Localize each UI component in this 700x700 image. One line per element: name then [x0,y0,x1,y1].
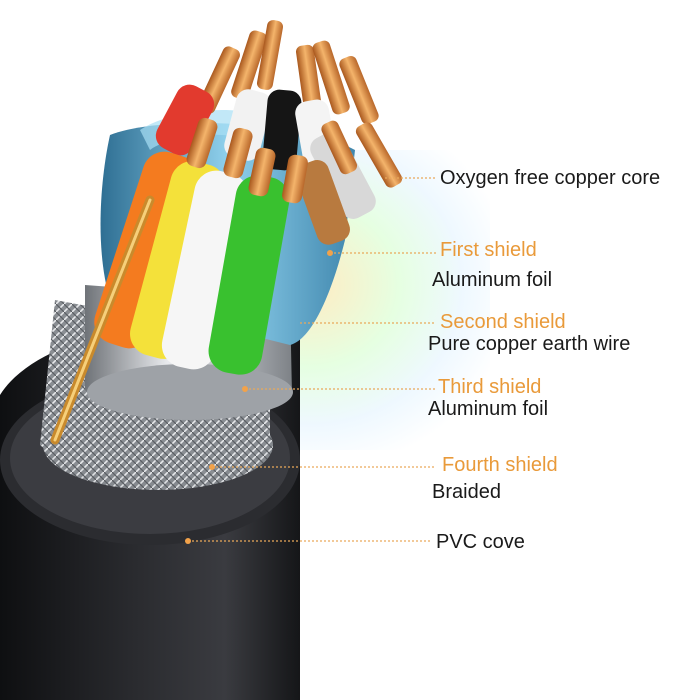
leader-lines [188,177,436,542]
copper-earth-wire [50,195,155,445]
front-wires [94,151,290,375]
fourth-shield-description: Braided [432,481,501,503]
leader-dots [185,250,333,544]
second-shield-label: Second shield [440,311,566,333]
back-conductors [198,20,403,188]
front-conductors [186,117,358,204]
core-description: Oxygen free copper core [440,167,661,189]
first-shield-label: First shield [440,239,537,261]
back-wires [155,84,376,245]
first-shield-description: Aluminum foil [432,269,553,291]
second-shield-description: Pure copper earth wire [428,333,631,355]
pvc-jacket-description: PVC cove [436,531,525,553]
third-shield-label: Third shield [438,376,542,398]
fourth-shield-label: Fourth shield [442,454,558,476]
third-shield-description: Aluminum foil [428,398,549,420]
